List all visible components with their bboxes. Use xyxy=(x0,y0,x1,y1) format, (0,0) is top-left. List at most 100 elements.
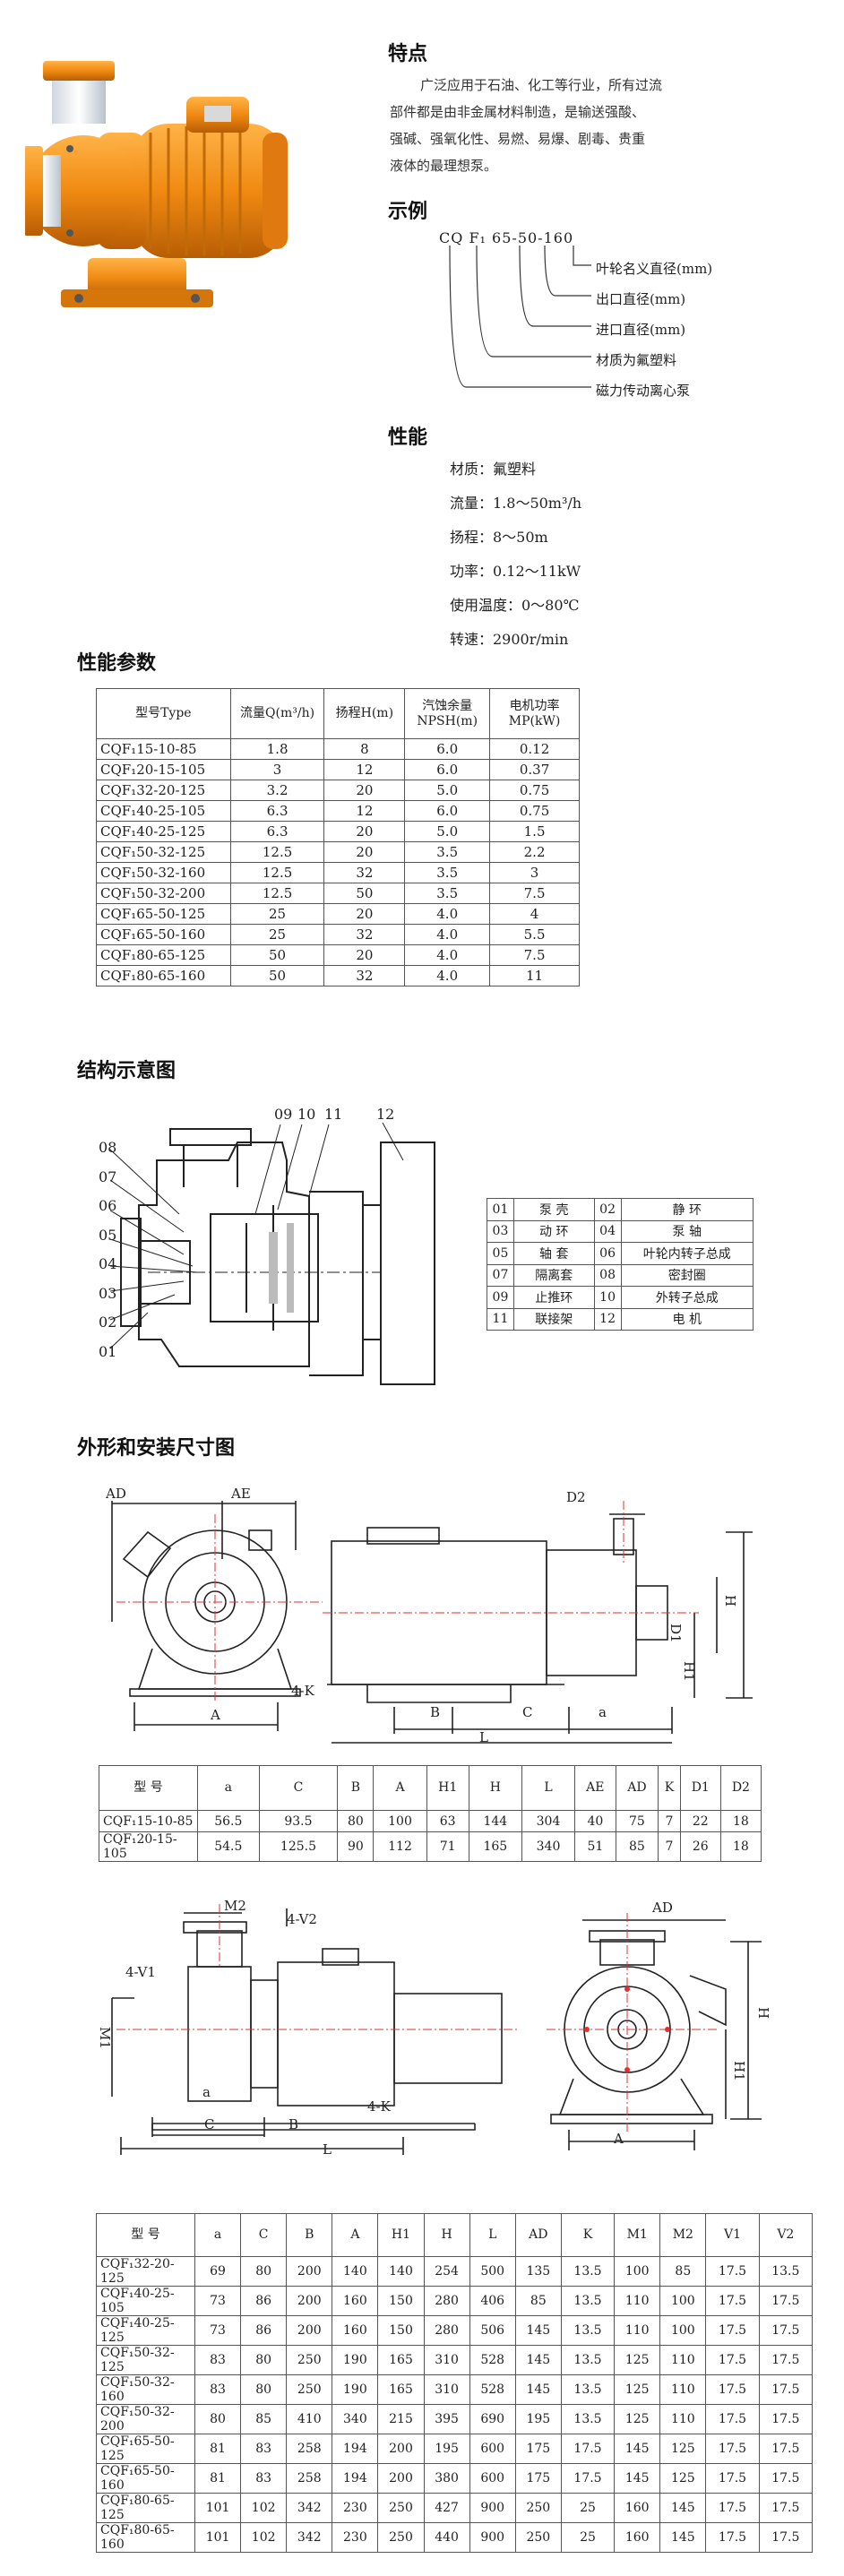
table-cell: 140 xyxy=(377,2256,425,2287)
table-cell: CQF₁40-25-105 xyxy=(96,2286,195,2316)
table-cell: 83 xyxy=(240,2463,288,2494)
table-cell: 600 xyxy=(469,2434,516,2464)
table-cell: 250 xyxy=(286,2345,333,2375)
table-cell: 50 xyxy=(229,944,325,966)
table-cell: 12.5 xyxy=(229,883,325,904)
table-cell: 250 xyxy=(286,2374,333,2405)
table-cell: 73 xyxy=(194,2315,242,2346)
table-cell: CQF₁50-32-125 xyxy=(96,2345,195,2375)
table-cell: 13.5 xyxy=(560,2256,616,2287)
table-cell: 5.0 xyxy=(404,821,491,842)
table-cell: CQF₁50-32-125 xyxy=(96,841,231,863)
table-cell: 25 xyxy=(560,2522,616,2553)
table-cell: 8 xyxy=(323,738,406,760)
table-cell: 86 xyxy=(240,2286,288,2316)
table-cell: 195 xyxy=(423,2434,470,2464)
features-text: 广泛应用于石油、化工等行业，所有过流 部件都是由非金属材料制造，是输送强酸、 强… xyxy=(390,72,820,179)
table-cell: 506 xyxy=(469,2315,516,2346)
table-cell: 17.5 xyxy=(758,2286,814,2316)
example-legend-item: 叶轮名义直径(mm) xyxy=(596,261,713,277)
table-cell: 175 xyxy=(514,2434,562,2464)
table-cell: 01 xyxy=(487,1198,514,1221)
table-cell: 32 xyxy=(323,924,406,945)
table-cell: 02 xyxy=(593,1198,622,1221)
table-cell: 5.0 xyxy=(404,780,491,801)
callout-label: 04 xyxy=(99,1255,117,1272)
table-cell: 200 xyxy=(377,2434,425,2464)
table-cell: 528 xyxy=(469,2345,516,2375)
table-header: V2 xyxy=(758,2213,814,2257)
table-cell: 止推环 xyxy=(512,1286,595,1309)
table-cell: 17.5 xyxy=(705,2522,760,2553)
table-cell: 17.5 xyxy=(705,2493,760,2523)
performance-line: 功率：0.12～11kW xyxy=(450,563,581,580)
table-cell: 81 xyxy=(194,2463,242,2494)
example-legend-item: 出口直径(mm) xyxy=(596,291,686,307)
table-cell: CQF₁50-32-200 xyxy=(96,2404,195,2434)
table-cell: 17.5 xyxy=(705,2404,760,2434)
table-cell: 17.5 xyxy=(758,2522,814,2553)
table-cell: 20 xyxy=(323,841,406,863)
table-cell: 08 xyxy=(593,1263,622,1287)
dim-label: a xyxy=(202,2084,211,2100)
table-cell: 112 xyxy=(373,1831,427,1862)
table-cell: 17.5 xyxy=(705,2315,760,2346)
table-cell: 83 xyxy=(240,2434,288,2464)
table-cell: CQF₁50-32-200 xyxy=(96,883,231,904)
table-cell: 17.5 xyxy=(758,2434,814,2464)
table-cell: CQF₁65-50-125 xyxy=(96,903,231,925)
table-cell: 165 xyxy=(468,1831,522,1862)
table-cell: 150 xyxy=(377,2286,425,2316)
table-cell: 194 xyxy=(332,2463,379,2494)
structure-title: 结构示意图 xyxy=(77,1060,177,1082)
table-header: AE xyxy=(574,1765,616,1811)
table-cell: 12.5 xyxy=(229,862,325,883)
table-header: AD xyxy=(514,2213,562,2257)
example-legend-item: 材质为氟塑料 xyxy=(596,352,677,368)
table-header: D2 xyxy=(719,1765,762,1811)
dim-label: A xyxy=(614,2131,624,2147)
dim-label: AD xyxy=(652,1900,673,1916)
table-cell: 10 xyxy=(593,1286,622,1309)
table-header: a xyxy=(194,2213,242,2257)
table-cell: 85 xyxy=(514,2286,562,2316)
table-cell: 泵 轴 xyxy=(620,1219,754,1243)
table-cell: 85 xyxy=(615,1831,659,1862)
table-cell: 200 xyxy=(286,2256,333,2287)
table-cell: 160 xyxy=(614,2493,661,2523)
table-cell: 427 xyxy=(423,2493,470,2523)
table-header: C xyxy=(258,1765,339,1811)
params-header: 扬程H(m) xyxy=(323,688,406,739)
table-cell: 11 xyxy=(489,965,580,986)
table-cell: CQF₁80-65-160 xyxy=(96,2522,195,2553)
table-cell: 144 xyxy=(468,1810,522,1832)
table-cell: 690 xyxy=(469,2404,516,2434)
dim-label: M1 xyxy=(97,2027,113,2049)
table-cell: 50 xyxy=(323,883,406,904)
table-cell: 80 xyxy=(240,2345,288,2375)
callout-label: 09 xyxy=(274,1106,293,1123)
dim-label: C xyxy=(522,1704,533,1720)
table-cell: 17.5 xyxy=(758,2463,814,2494)
table-cell: 200 xyxy=(377,2463,425,2494)
table-cell: 0.37 xyxy=(489,759,580,780)
dim-label: H xyxy=(755,2007,771,2020)
table-cell: 25 xyxy=(229,903,325,925)
table-cell: 26 xyxy=(679,1831,721,1862)
table-cell: 83 xyxy=(194,2345,242,2375)
table-cell: 7.5 xyxy=(489,944,580,966)
dim-label: 4-K xyxy=(291,1683,314,1699)
install-drawing-2 xyxy=(111,1904,762,2155)
table-cell: 25 xyxy=(560,2493,616,2523)
dim-label: 4-K xyxy=(367,2098,391,2115)
table-cell: 395 xyxy=(423,2404,470,2434)
table-header: C xyxy=(240,2213,288,2257)
example-title: 示例 xyxy=(388,201,428,223)
table-cell: 81 xyxy=(194,2434,242,2464)
